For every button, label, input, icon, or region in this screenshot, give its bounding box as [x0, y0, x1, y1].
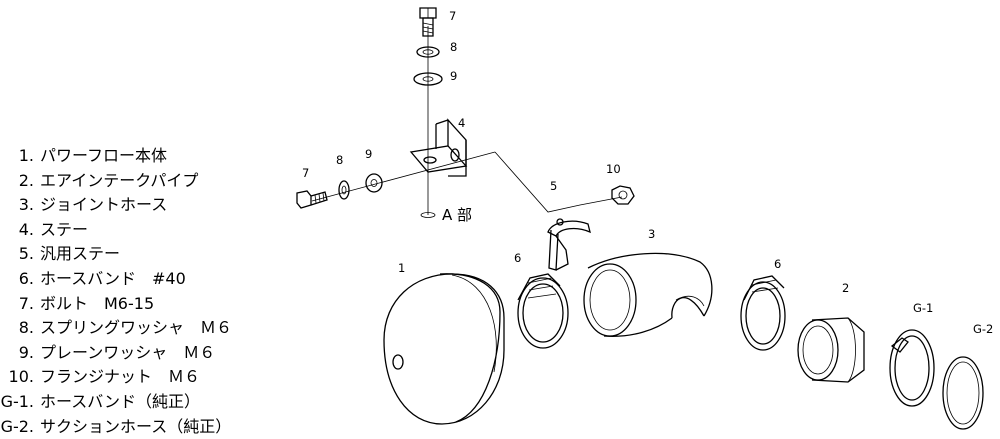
part-number: G-2.: [0, 416, 34, 436]
callout-3: 3: [648, 227, 655, 241]
part-number: 7.: [18, 293, 34, 313]
oem-hose-band-icon: [889, 329, 935, 407]
part-row-3: 3. ジョイントホース: [0, 193, 262, 218]
part-name: エアインテークパイプ: [40, 170, 199, 190]
bolt-left-icon: [296, 190, 328, 209]
part-number: 2.: [18, 170, 34, 190]
part-name: ホースバンド #40: [40, 268, 186, 288]
part-row-6: 6. ホースバンド #40: [0, 267, 262, 292]
exploded-parts-diagram: 7 8 9 4 7 8 9: [296, 7, 993, 430]
callout-2: 2: [842, 281, 849, 295]
flange-nut-icon: [611, 185, 635, 205]
callout-g2: G-2: [973, 322, 993, 336]
part-number: 5.: [18, 244, 34, 264]
plain-washer-left-icon: [365, 173, 383, 193]
part-row-8: 8. スプリングワッシャ Ｍ６: [0, 316, 262, 341]
part-row-g1: G-1. ホースバンド（純正）: [0, 390, 262, 415]
part-name: パワーフロー本体: [40, 146, 168, 165]
callout-1: 1: [398, 261, 405, 275]
part-number: 3.: [18, 195, 34, 215]
callout-7-top: 7: [449, 9, 456, 23]
part-row-9: 9. プレーンワッシャ Ｍ６: [0, 341, 262, 366]
oem-suction-hose-icon: [942, 356, 984, 430]
part-name: 汎用ステー: [40, 244, 121, 264]
part-name: スプリングワッシャ Ｍ６: [40, 318, 233, 338]
callout-9-top: 9: [450, 69, 457, 83]
callout-8-top: 8: [450, 40, 457, 54]
callout-6-right: 6: [774, 257, 781, 271]
callout-10: 10: [606, 162, 621, 176]
part-number: 6.: [18, 268, 34, 288]
part-number: G-1.: [0, 391, 34, 411]
part-name: フランジナット Ｍ６: [40, 367, 201, 387]
parts-list: 1. パワーフロー本体 2. エアインテークパイプ 3. ジョイントホース 4. ステー…: [0, 144, 262, 439]
joint-hose-icon: [583, 252, 713, 337]
callout-7-left: 7: [302, 166, 309, 180]
part-number: 8.: [18, 318, 34, 338]
part-row-10: 10. フランジナット Ｍ６: [0, 365, 262, 390]
universal-stay-icon: [547, 218, 591, 271]
spring-washer-top-icon: [416, 46, 440, 58]
part-name: ホースバンド（純正）: [40, 391, 201, 411]
part-row-1: 1. パワーフロー本体: [0, 144, 262, 169]
part-row-5: 5. 汎用ステー: [0, 242, 262, 267]
callout-6-left: 6: [514, 251, 521, 265]
part-number: 4.: [18, 219, 34, 239]
power-flow-body-icon: [383, 273, 505, 425]
air-intake-pipe-icon: [797, 317, 865, 383]
bolt-top-icon: [419, 7, 437, 37]
part-name: プレーンワッシャ Ｍ６: [40, 342, 216, 362]
callout-g1: G-1: [913, 301, 933, 315]
callout-9-left: 9: [365, 147, 372, 161]
callout-8-left: 8: [336, 153, 343, 167]
callout-5: 5: [550, 179, 557, 193]
plain-washer-top-icon: [413, 72, 443, 86]
part-name: ジョイントホース: [40, 195, 168, 215]
section-a-label: A 部: [442, 206, 472, 224]
part-name: ステー: [40, 219, 89, 239]
part-row-7: 7. ボルト M6-15: [0, 292, 262, 317]
hose-band-left-icon: [517, 273, 569, 349]
callout-4: 4: [458, 116, 465, 130]
part-name: ボルト M6-15: [40, 293, 155, 313]
part-number: 9.: [18, 342, 34, 362]
spring-washer-left-icon: [338, 180, 350, 200]
part-row-2: 2. エアインテークパイプ: [0, 169, 262, 194]
part-number: 1.: [18, 146, 34, 165]
part-number: 10.: [8, 367, 34, 387]
part-name: サクションホース（純正）: [40, 416, 232, 436]
assembly-leader-lines: [311, 26, 623, 218]
hose-band-right-icon: [740, 275, 786, 351]
part-row-4: 4. ステー: [0, 218, 262, 243]
stay-bracket-icon: [409, 118, 468, 177]
part-row-g2: G-2. サクションホース（純正）: [0, 415, 262, 439]
